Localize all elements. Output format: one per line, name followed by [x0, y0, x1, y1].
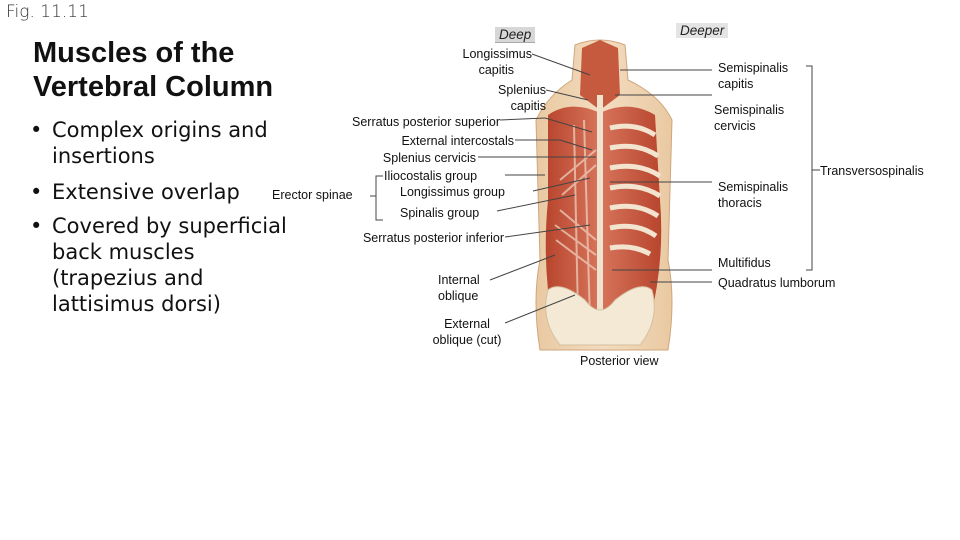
label-quadratus-lumborum: Quadratus lumborum: [718, 276, 836, 290]
ribs: [609, 123, 662, 257]
label-line: cervicis: [714, 119, 756, 133]
label-iliocostalis-group: Iliocostalis group: [384, 169, 478, 183]
label-line: Semispinalis: [714, 103, 785, 117]
label-line: capitis: [478, 63, 514, 77]
label-longissimus-group: Longissimus group: [400, 185, 505, 199]
label-serratus-posterior-inferior: Serratus posterior inferior: [362, 231, 504, 245]
label-transversospinalis: Transversospinalis: [820, 164, 924, 178]
label-line: thoracis: [718, 196, 762, 210]
label-erector-spinae: Erector spinae: [272, 188, 353, 202]
bullet-item: Covered by superficial back muscles (tra…: [30, 213, 300, 317]
label-internal-oblique: Internal oblique: [438, 272, 480, 304]
label-line: External: [444, 317, 490, 331]
label-longissimus-capitis: Longissimus capitis: [463, 46, 532, 78]
slide-title: Muscles of the Vertebral Column: [33, 36, 273, 104]
leader-lines-right: [610, 65, 820, 283]
label-splenius-capitis: Splenius capitis: [498, 82, 546, 114]
neck-muscles: [580, 40, 620, 110]
view-caption: Posterior view: [580, 354, 659, 368]
bullet-item: Complex origins and insertions: [30, 117, 300, 169]
spine: [597, 95, 603, 335]
label-multifidus: Multifidus: [718, 256, 771, 270]
right-back-muscles: [602, 106, 662, 332]
leader-lines-left: [370, 53, 596, 324]
label-line: Longissimus: [462, 47, 532, 61]
label-line: oblique (cut): [432, 333, 502, 347]
label-external-oblique: External oblique (cut): [423, 316, 511, 348]
figure-number: Fig. 11.11: [6, 2, 89, 22]
label-line: oblique: [438, 289, 479, 303]
label-line: capitis: [510, 99, 546, 113]
label-external-intercostals: External intercostals: [401, 134, 514, 148]
label-line: Splenius: [498, 83, 546, 97]
label-spinalis-group: Spinalis group: [400, 206, 480, 220]
label-semispinalis-capitis: Semispinalis capitis: [718, 60, 788, 92]
bullet-list: Complex origins and insertions Extensive…: [30, 117, 300, 327]
label-line: Semispinalis: [718, 180, 789, 194]
deeper-header: Deeper: [676, 23, 729, 38]
label-line: Internal: [438, 273, 480, 287]
bullet-item: Extensive overlap: [30, 179, 300, 205]
label-semispinalis-thoracis: Semispinalis thoracis: [718, 179, 788, 211]
slide-title-line-1: Muscles of the: [33, 37, 235, 69]
label-serratus-posterior-superior: Serratus posterior superior: [352, 115, 500, 129]
pelvis: [545, 286, 655, 346]
label-semispinalis-cervicis: Semispinalis cervicis: [714, 102, 784, 134]
label-line: capitis: [718, 77, 754, 91]
slide-title-line-2: Vertebral Column: [33, 71, 274, 103]
label-line: Semispinalis: [718, 61, 789, 75]
deep-header: Deep: [495, 27, 536, 43]
label-splenius-cervicis: Splenius cervicis: [382, 151, 476, 165]
